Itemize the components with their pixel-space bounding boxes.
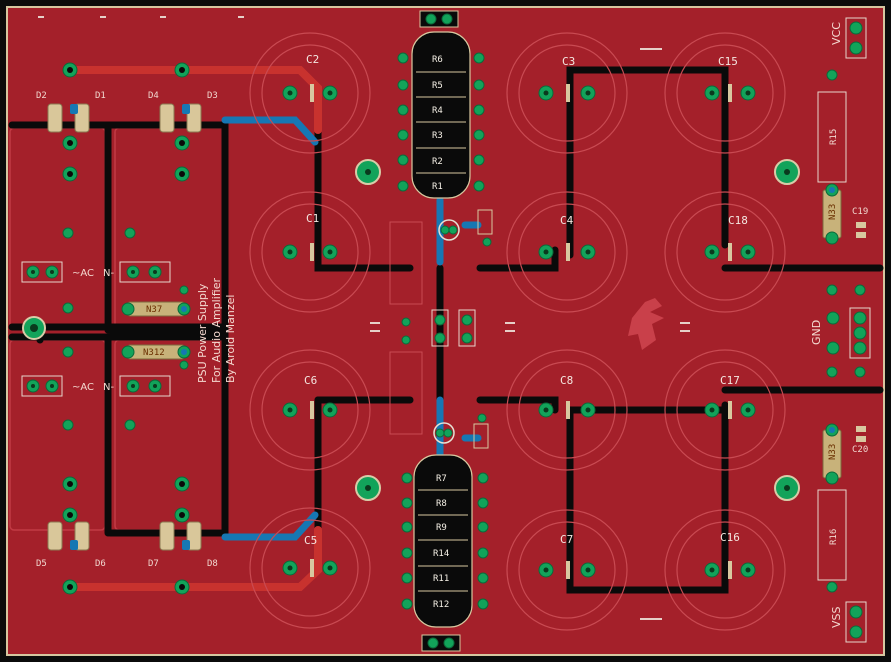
resistor-label: R11: [433, 574, 449, 584]
resistor-label: R4: [432, 106, 443, 116]
capacitor-label: C16: [720, 531, 740, 544]
led-indicators: [433, 209, 493, 449]
credit-line: By Arold Manzel: [224, 295, 237, 383]
neg-label: N-: [103, 382, 114, 393]
resistor-label: R16: [829, 529, 839, 545]
capacitor-label: C3: [562, 55, 575, 68]
capacitor-label: C2: [306, 53, 319, 66]
capacitor-label: C17: [720, 374, 740, 387]
rectifier-diodes: [47, 62, 202, 595]
diode-label: D7: [148, 559, 159, 569]
resistor-label: R2: [432, 157, 443, 167]
resistor-label: R5: [432, 81, 443, 91]
resistor-stack-top: [397, 31, 485, 199]
zener-label: N33: [828, 204, 838, 220]
resistor-label: R7: [436, 474, 447, 484]
ac-label: ~AC: [72, 268, 94, 279]
right-zeners: [822, 183, 842, 485]
neg-label: N-: [103, 268, 114, 279]
resistor-label: R9: [436, 523, 447, 533]
credit-line: PSU Power Supply: [196, 283, 209, 383]
diode-label: D4: [148, 91, 159, 101]
silk-ticks: [38, 16, 690, 620]
diode-label: D6: [95, 559, 106, 569]
diode-label: D5: [36, 559, 47, 569]
resistor-stack-bottom: [401, 454, 489, 628]
ac-connectors: [21, 227, 189, 431]
diode-label: D2: [36, 91, 47, 101]
credit-text: PSU Power Supply For Audio Amplifier By …: [196, 278, 237, 383]
capacitor-label: C18: [728, 214, 748, 227]
cap-label: C20: [852, 445, 868, 455]
board-logo: [628, 298, 664, 350]
zener-label: N33: [828, 444, 838, 460]
ac-label: ~AC: [72, 382, 94, 393]
diode-label: D1: [95, 91, 106, 101]
zener-label: N312: [143, 348, 165, 358]
resistor-label: R12: [433, 600, 449, 610]
capacitor-label: C6: [304, 374, 317, 387]
small-caps: [856, 222, 866, 442]
resistor-label: R1: [432, 182, 443, 192]
vss-label: VSS: [830, 606, 843, 628]
resistor-label: R8: [436, 499, 447, 509]
gnd-label: GND: [810, 320, 823, 345]
resistor-label: R14: [433, 549, 449, 559]
zener-diodes: [121, 301, 191, 360]
output-connectors: [826, 17, 871, 643]
diode-label: D3: [207, 91, 218, 101]
capacitor-label: C4: [560, 214, 574, 227]
resistor-label: R6: [432, 55, 443, 65]
capacitor-label: C5: [304, 534, 317, 547]
capacitor-label: C8: [560, 374, 573, 387]
middle-headers: [401, 314, 473, 345]
credit-line: For Audio Amplifier: [210, 278, 223, 383]
capacitor-pads: [282, 84, 756, 579]
diode-label: D8: [207, 559, 218, 569]
capacitor-label: C1: [306, 212, 319, 225]
traces-blue: [221, 116, 482, 541]
resistor-label: R3: [432, 131, 443, 141]
capacitor-label: C15: [718, 55, 738, 68]
cap-label: C19: [852, 207, 868, 217]
side-resistors: [817, 91, 847, 581]
vcc-label: VCC: [830, 22, 843, 45]
header-connectors: [419, 10, 461, 652]
capacitor-rings: [249, 32, 786, 631]
capacitor-label: C7: [560, 533, 573, 546]
resistor-label: R15: [829, 129, 839, 145]
zener-label: N37: [146, 305, 162, 315]
